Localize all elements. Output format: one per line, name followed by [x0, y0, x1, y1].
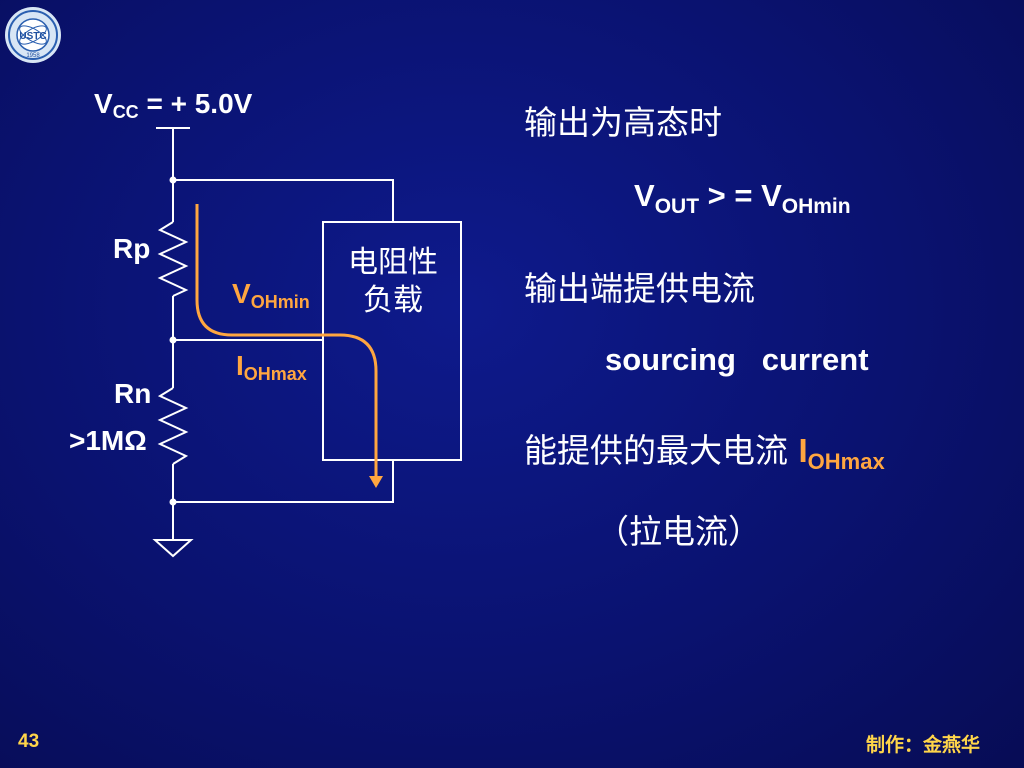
text-line-5: 能提供的最大电流 IOHmax	[524, 431, 885, 474]
wire-bottom-load	[173, 460, 394, 503]
current-path	[195, 204, 378, 478]
junction-dot	[169, 498, 177, 506]
load-label: 电阻性 负载	[323, 244, 463, 320]
load-label-line1: 电阻性	[348, 245, 438, 280]
load-box	[322, 221, 462, 461]
rn-resistor	[157, 387, 189, 465]
text-line-6: （拉电流）	[596, 512, 761, 551]
author-credit: 制作：金燕华	[866, 734, 981, 756]
rp-resistor	[157, 221, 189, 297]
svg-text:1958: 1958	[26, 53, 40, 59]
junction-dot	[169, 176, 177, 184]
rp-label: Rp	[113, 233, 151, 264]
rn-label: Rn	[114, 378, 152, 409]
voh-label: VOHmin	[232, 278, 310, 312]
seal-icon: USTC 1958	[5, 7, 61, 63]
ground-symbol	[152, 539, 194, 558]
junction-dot	[169, 336, 177, 344]
vcc-label: VCC = + 5.0V	[94, 88, 253, 122]
page-number: 43	[18, 731, 40, 752]
svg-text:USTC: USTC	[19, 31, 46, 42]
current-arrow-icon	[369, 476, 383, 488]
sourcing-current: sourcing current	[605, 342, 869, 377]
wire-top-load	[173, 179, 394, 222]
equation-vout: VOUT > = VOHmin	[634, 178, 851, 218]
text-line-1: 输出为高态时	[524, 103, 722, 142]
university-logo: USTC 1958	[4, 6, 62, 64]
text-line-3: 输出端提供电流	[524, 269, 755, 308]
ioh-label: IOHmax	[236, 350, 307, 384]
load-label-line2: 负载	[363, 283, 423, 318]
rn-value: >1MΩ	[69, 425, 147, 456]
